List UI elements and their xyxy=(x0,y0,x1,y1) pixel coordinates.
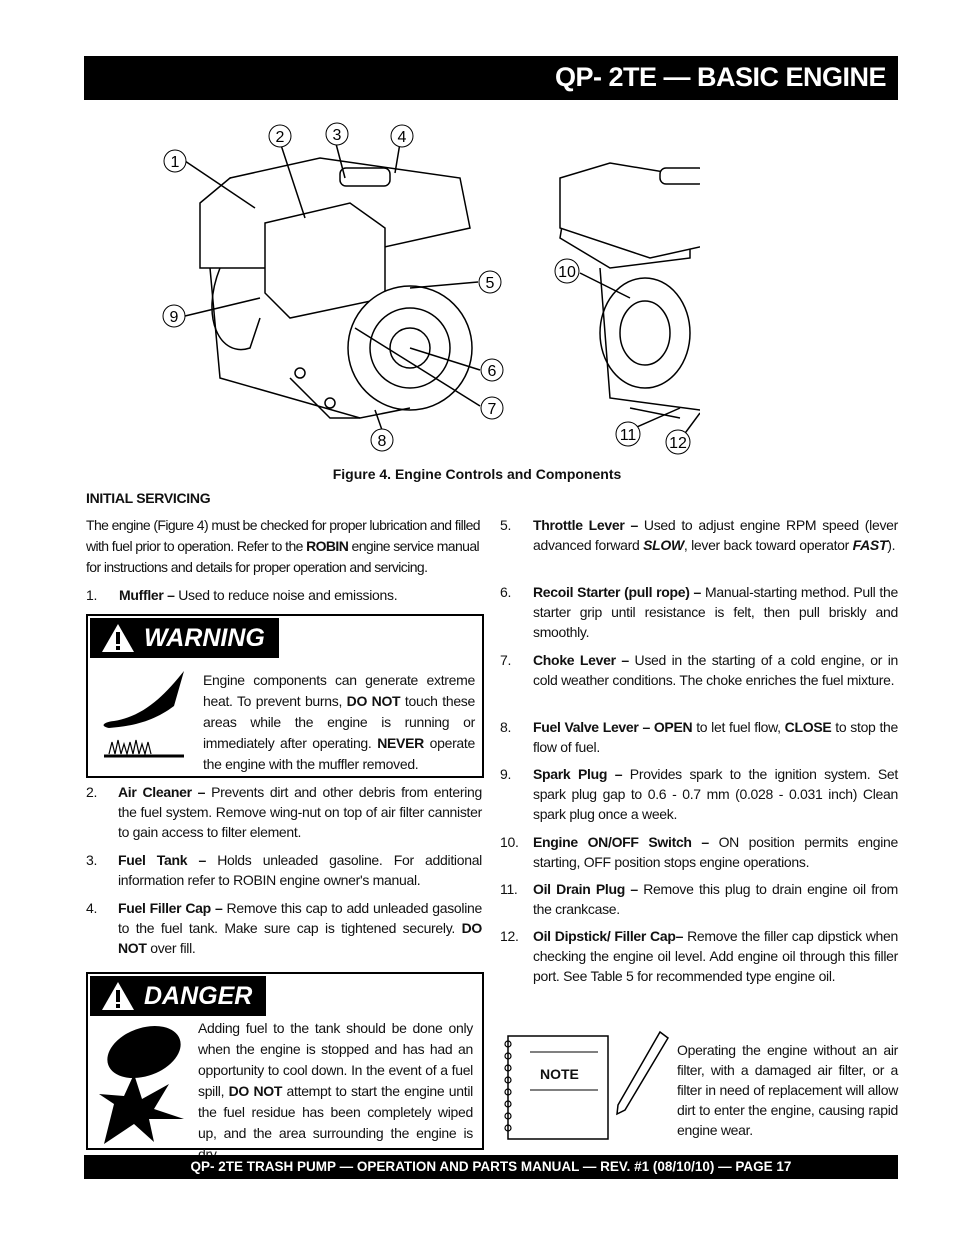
callout-1: 1 xyxy=(163,149,187,173)
callout-10: 10 xyxy=(554,258,580,284)
danger-label-tab: DANGER xyxy=(90,976,267,1016)
footer-text: QP- 2TE TRASH PUMP — OPERATION AND PARTS… xyxy=(190,1159,792,1174)
hot-surface-hand-icon xyxy=(103,671,184,758)
callout-5: 5 xyxy=(478,270,502,294)
svg-text:12: 12 xyxy=(669,435,687,452)
svg-text:11: 11 xyxy=(620,427,637,444)
notepad-pencil-icon xyxy=(504,1030,669,1140)
danger-box: DANGER Adding fuel to the tank should be… xyxy=(86,972,484,1162)
danger-text: Adding fuel to the tank should be done o… xyxy=(198,1020,473,1162)
callout-7: 7 xyxy=(480,396,504,420)
warning-label-tab: WARNING xyxy=(90,618,279,658)
callout-9: 9 xyxy=(162,304,186,328)
note-text: Operating the engine without an air filt… xyxy=(677,1042,898,1138)
footer-bar: QP- 2TE TRASH PUMP — OPERATION AND PARTS… xyxy=(84,1155,898,1179)
callout-8: 8 xyxy=(370,428,394,452)
callout-2: 2 xyxy=(268,124,292,148)
header-bar: QP- 2TE — BASIC ENGINE xyxy=(84,56,898,100)
svg-text:5: 5 xyxy=(486,275,495,292)
svg-text:8: 8 xyxy=(378,433,387,450)
svg-text:10: 10 xyxy=(558,264,576,281)
warning-triangle-icon xyxy=(102,982,134,1010)
svg-text:1: 1 xyxy=(171,154,180,171)
callout-4: 4 xyxy=(390,124,414,148)
fuel-explosion-icon xyxy=(99,1025,184,1144)
warning-triangle-icon xyxy=(102,624,134,652)
intro-paragraph: The engine (Figure 4) must be checked fo… xyxy=(86,517,481,575)
section-heading: INITIAL SERVICING xyxy=(86,490,211,506)
page-title: QP- 2TE — BASIC ENGINE xyxy=(554,62,887,92)
callout-6: 6 xyxy=(480,358,504,382)
svg-text:9: 9 xyxy=(170,309,179,326)
svg-text:7: 7 xyxy=(488,401,497,418)
note-block: NOTE Operating the engine without an air… xyxy=(500,1030,900,1145)
callout-12: 12 xyxy=(665,429,691,455)
svg-text:2: 2 xyxy=(276,129,285,146)
warning-text: Engine components can generate extreme h… xyxy=(203,672,475,772)
svg-text:3: 3 xyxy=(333,127,342,144)
callout-11: 11 xyxy=(615,421,641,447)
callout-3: 3 xyxy=(325,122,349,146)
warning-box: WARNING Engine components can generate e… xyxy=(86,614,484,778)
engine-figure: 1 2 3 4 5 6 7 8 9 10 11 12 xyxy=(162,122,700,455)
figure-caption: Figure 4. Engine Controls and Components xyxy=(332,466,622,482)
note-label: NOTE xyxy=(540,1066,579,1082)
svg-text:4: 4 xyxy=(398,129,407,146)
svg-text:6: 6 xyxy=(488,363,497,380)
